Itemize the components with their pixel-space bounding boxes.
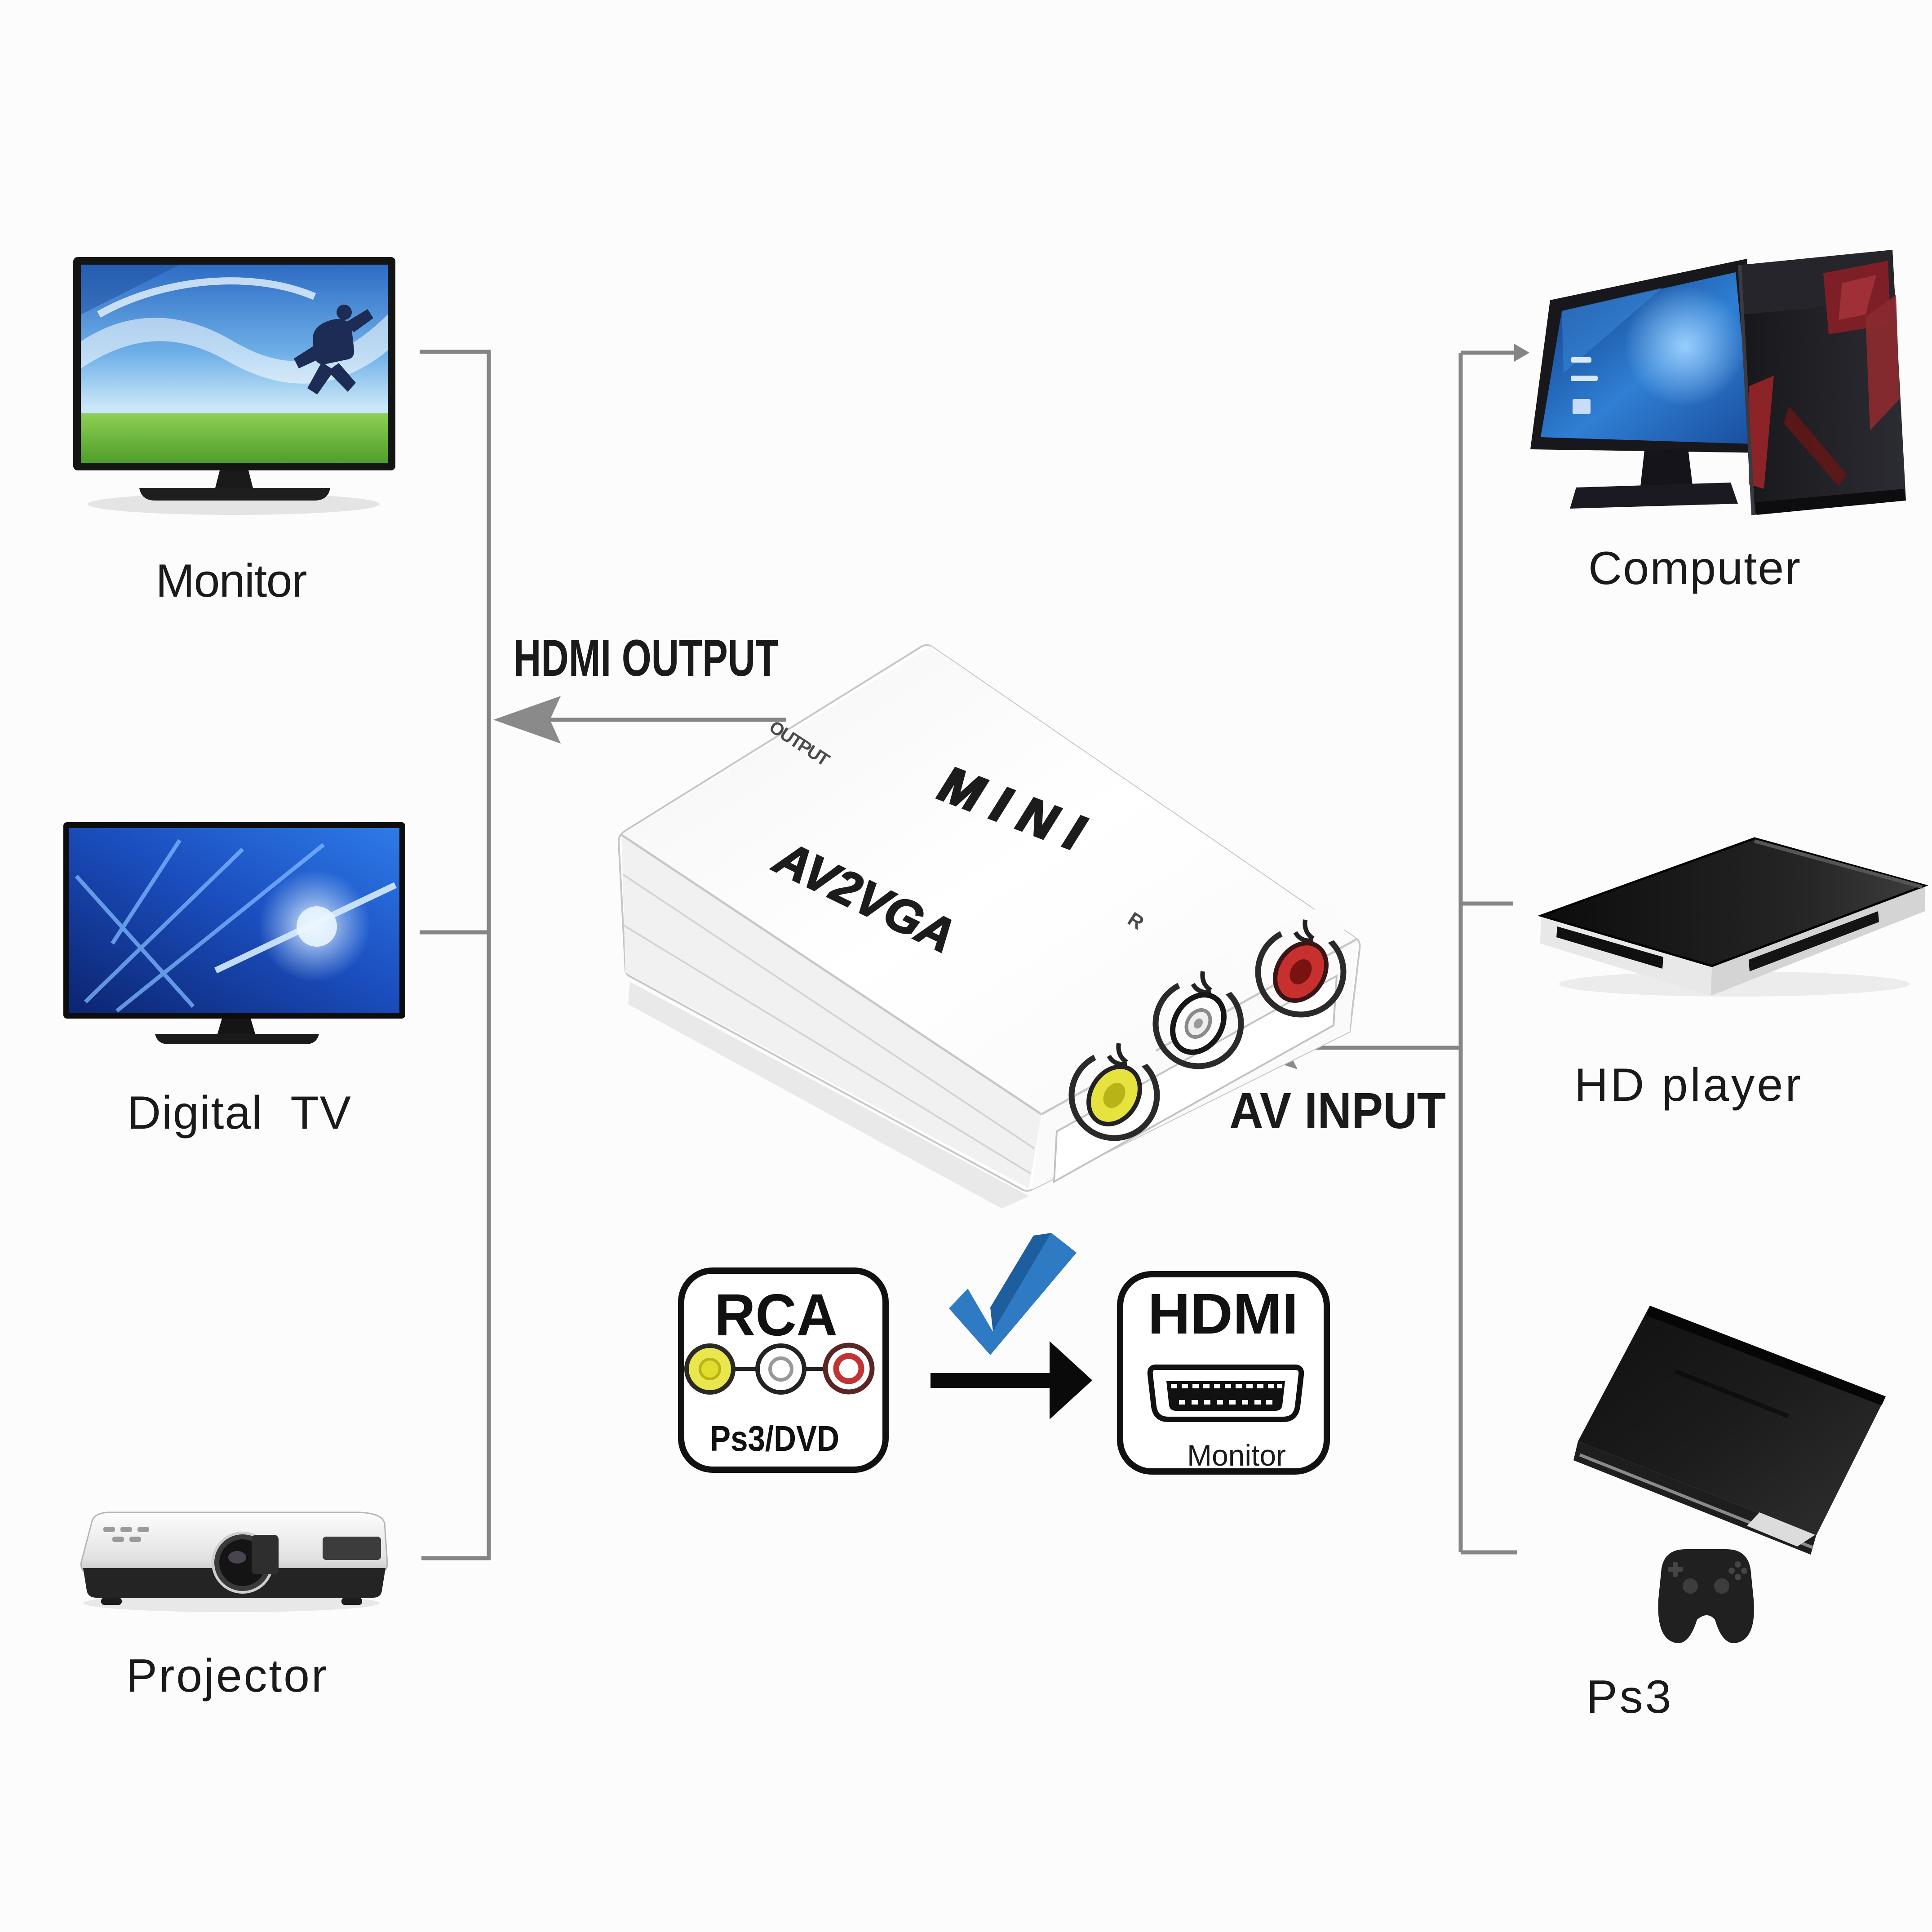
svg-text:Projector: Projector xyxy=(126,1650,327,1702)
svg-text:RCA: RCA xyxy=(714,1282,837,1348)
svg-text:Monitor: Monitor xyxy=(1187,1439,1286,1472)
svg-text:Computer: Computer xyxy=(1588,542,1800,594)
svg-text:Monitor: Monitor xyxy=(156,555,307,607)
svg-text:HDMI OUTPUT: HDMI OUTPUT xyxy=(514,629,779,687)
svg-text:Ps3: Ps3 xyxy=(1586,1671,1671,1723)
svg-text:Digital TV: Digital TV xyxy=(127,1087,351,1139)
svg-text:HDMI: HDMI xyxy=(1148,1282,1298,1346)
svg-text:AV INPUT: AV INPUT xyxy=(1229,1082,1446,1139)
svg-text:HD player: HD player xyxy=(1574,1059,1801,1111)
svg-text:Ps3/DVD: Ps3/DVD xyxy=(710,1418,839,1458)
